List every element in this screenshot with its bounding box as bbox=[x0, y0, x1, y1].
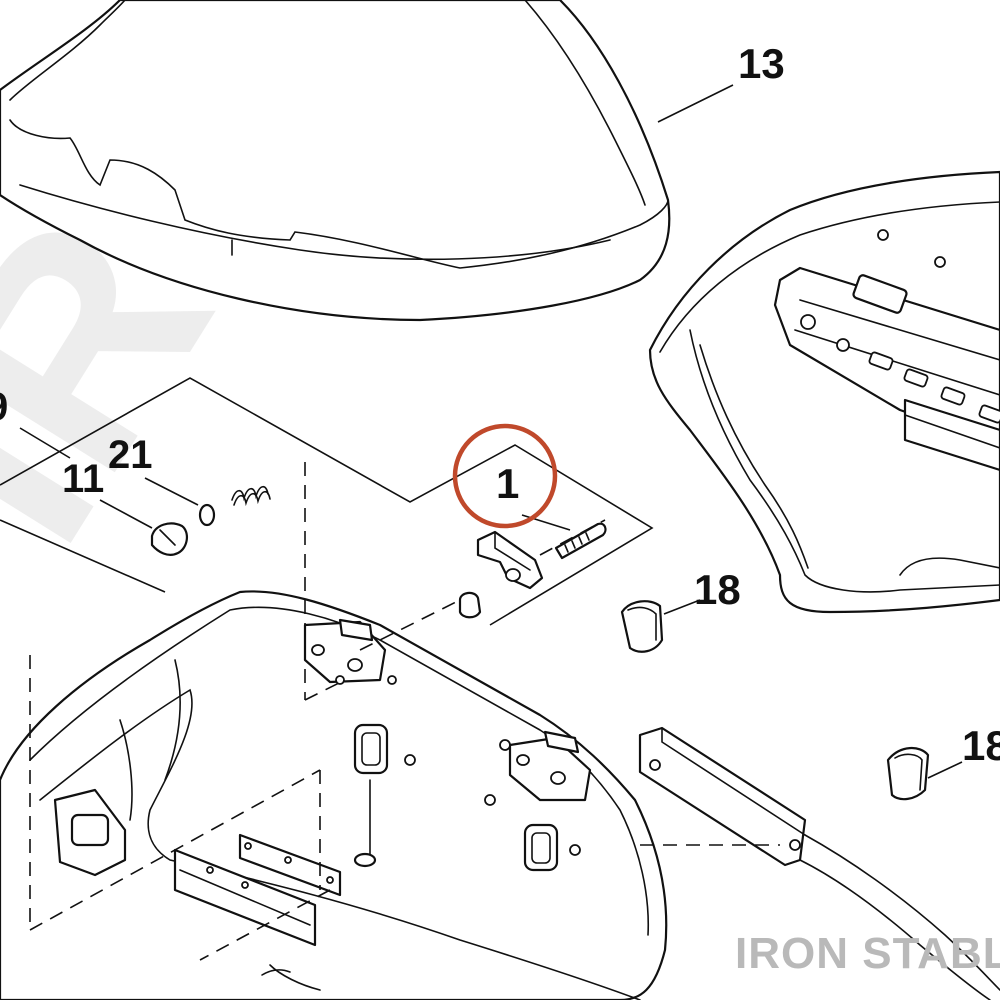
part-18-catch-upper bbox=[620, 600, 664, 653]
callout-21: 21 bbox=[108, 433, 153, 477]
exploded-group-boundary bbox=[0, 377, 654, 626]
callout-18-lower: 18 bbox=[962, 722, 1000, 769]
brand-watermark: IRON STABLE bbox=[735, 929, 1000, 978]
callout-11: 11 bbox=[62, 457, 104, 501]
assembly-guides bbox=[29, 462, 780, 961]
callout-labels: 13 9 21 11 1 18 18 bbox=[0, 40, 1000, 769]
callout-1-highlight-ring bbox=[452, 423, 558, 529]
callout-9: 9 bbox=[0, 385, 8, 429]
part-11-knob bbox=[150, 522, 188, 556]
mounting-plate bbox=[638, 726, 1000, 1000]
callout-1: 1 bbox=[496, 460, 519, 507]
saddlebag-body-bottom bbox=[0, 590, 668, 1000]
callout-13: 13 bbox=[738, 40, 785, 87]
callout-18-upper: 18 bbox=[694, 566, 741, 613]
saddlebag-assembly-right bbox=[648, 170, 1000, 614]
part-1-latch-kit bbox=[458, 522, 607, 619]
part-21-washer-spring bbox=[198, 485, 271, 527]
part-18-catch-lower bbox=[886, 747, 930, 801]
part-13-lid bbox=[0, 0, 671, 322]
